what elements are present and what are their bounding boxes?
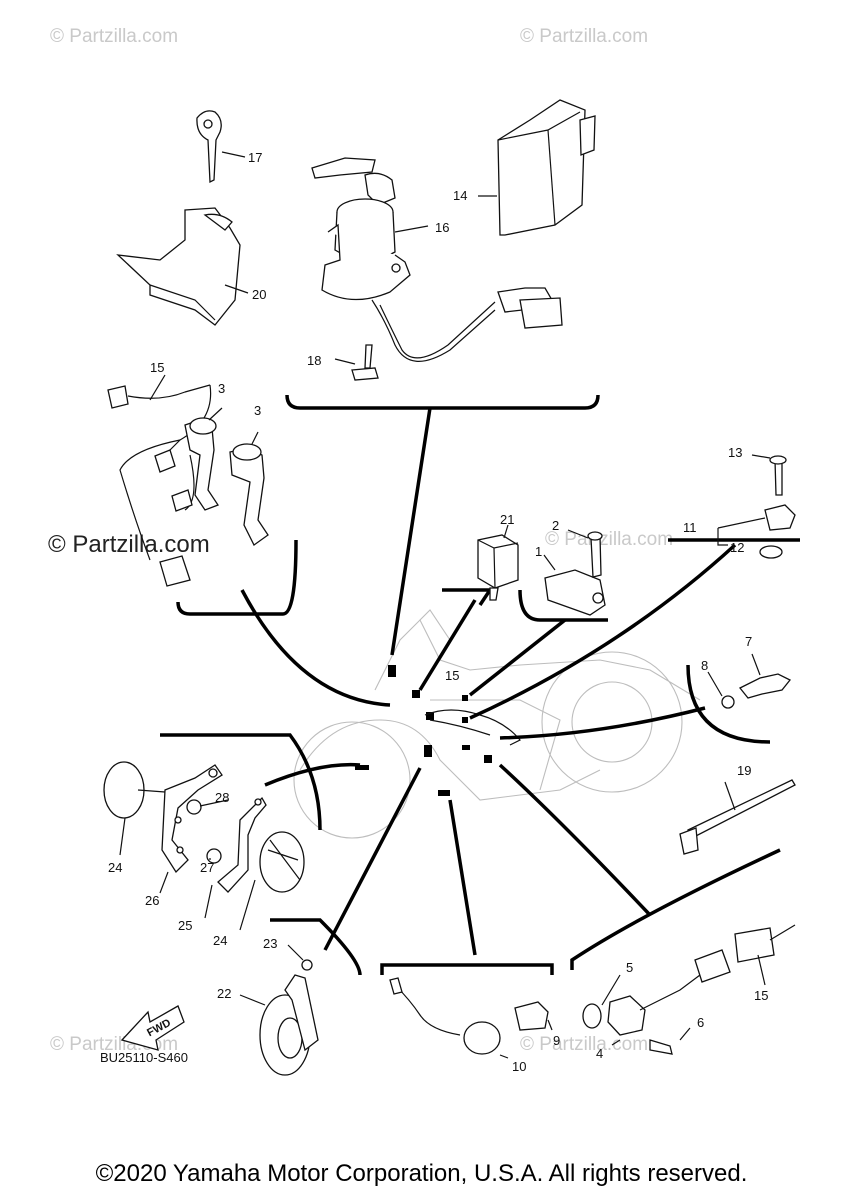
callout-16: 16 [435, 220, 449, 235]
callout-11: 11 [683, 520, 697, 535]
callout-27: 27 [200, 860, 214, 875]
watermark-mid-left: © Partzilla.com [48, 531, 210, 558]
ecu-part [478, 99, 596, 236]
cable-tie-part [679, 779, 796, 855]
neutral-switch-part [582, 924, 796, 1055]
horn-part [239, 944, 319, 1076]
watermark-bottom-mid: © Partzilla.com [520, 1034, 648, 1055]
callout-3-b: 3 [254, 403, 261, 418]
callout-2: 2 [552, 518, 559, 533]
sensor-part-7 [707, 653, 792, 709]
sensor-part-11 [717, 454, 796, 559]
callout-12: 12 [730, 540, 744, 555]
callout-18: 18 [307, 353, 321, 368]
key-part [196, 110, 246, 184]
callout-7: 7 [745, 634, 752, 649]
relay-part [477, 524, 519, 601]
coil-harness-part [107, 374, 269, 587]
callout-4: 4 [596, 1046, 603, 1061]
callout-10: 10 [512, 1059, 526, 1074]
callout-15-lower: 15 [754, 988, 768, 1003]
callout-17: 17 [248, 150, 262, 165]
callout-labels: 17 20 16 14 18 15 3 3 13 11 12 21 2 1 15… [108, 150, 768, 1074]
callout-3-a: 3 [218, 381, 225, 396]
callout-15-center: 15 [445, 668, 459, 683]
watermark-mid: © Partzilla.com [545, 529, 673, 550]
callout-13: 13 [728, 445, 742, 460]
bracket-part [116, 207, 249, 326]
speed-sensor-part [389, 977, 553, 1059]
callout-26: 26 [145, 893, 159, 908]
watermark-top-left: © Partzilla.com [50, 26, 178, 47]
callout-5: 5 [626, 960, 633, 975]
motorcycle-outline [293, 609, 701, 839]
diagram-code: BU25110-S460 [100, 1050, 188, 1065]
fwd-arrow-icon: FWD [120, 1005, 185, 1051]
watermark-top-right: © Partzilla.com [520, 26, 648, 47]
callout-22: 22 [217, 986, 231, 1001]
sensor-part-1 [543, 529, 606, 616]
callout-19: 19 [737, 763, 751, 778]
group-brackets [160, 394, 800, 976]
callout-20: 20 [252, 287, 266, 302]
harness-connector-marks [355, 665, 492, 796]
copyright-notice: ©2020 Yamaha Motor Corporation, U.S.A. A… [95, 1160, 748, 1187]
callout-15-upper: 15 [150, 360, 164, 375]
callout-1: 1 [535, 544, 542, 559]
callout-23: 23 [263, 936, 277, 951]
main-switch-part [311, 157, 563, 362]
horn-bracket-parts [103, 761, 305, 931]
callout-25: 25 [178, 918, 192, 933]
callout-24-b: 24 [213, 933, 227, 948]
callout-28: 28 [215, 790, 229, 805]
callout-9: 9 [553, 1033, 560, 1048]
callout-6: 6 [697, 1015, 704, 1030]
callout-8: 8 [701, 658, 708, 673]
callout-21: 21 [500, 512, 514, 527]
screw-18 [334, 344, 379, 381]
diagram-canvas: © Partzilla.com © Partzilla.com © Partzi… [48, 26, 800, 1076]
callout-14: 14 [453, 188, 467, 203]
callout-24-a: 24 [108, 860, 122, 875]
